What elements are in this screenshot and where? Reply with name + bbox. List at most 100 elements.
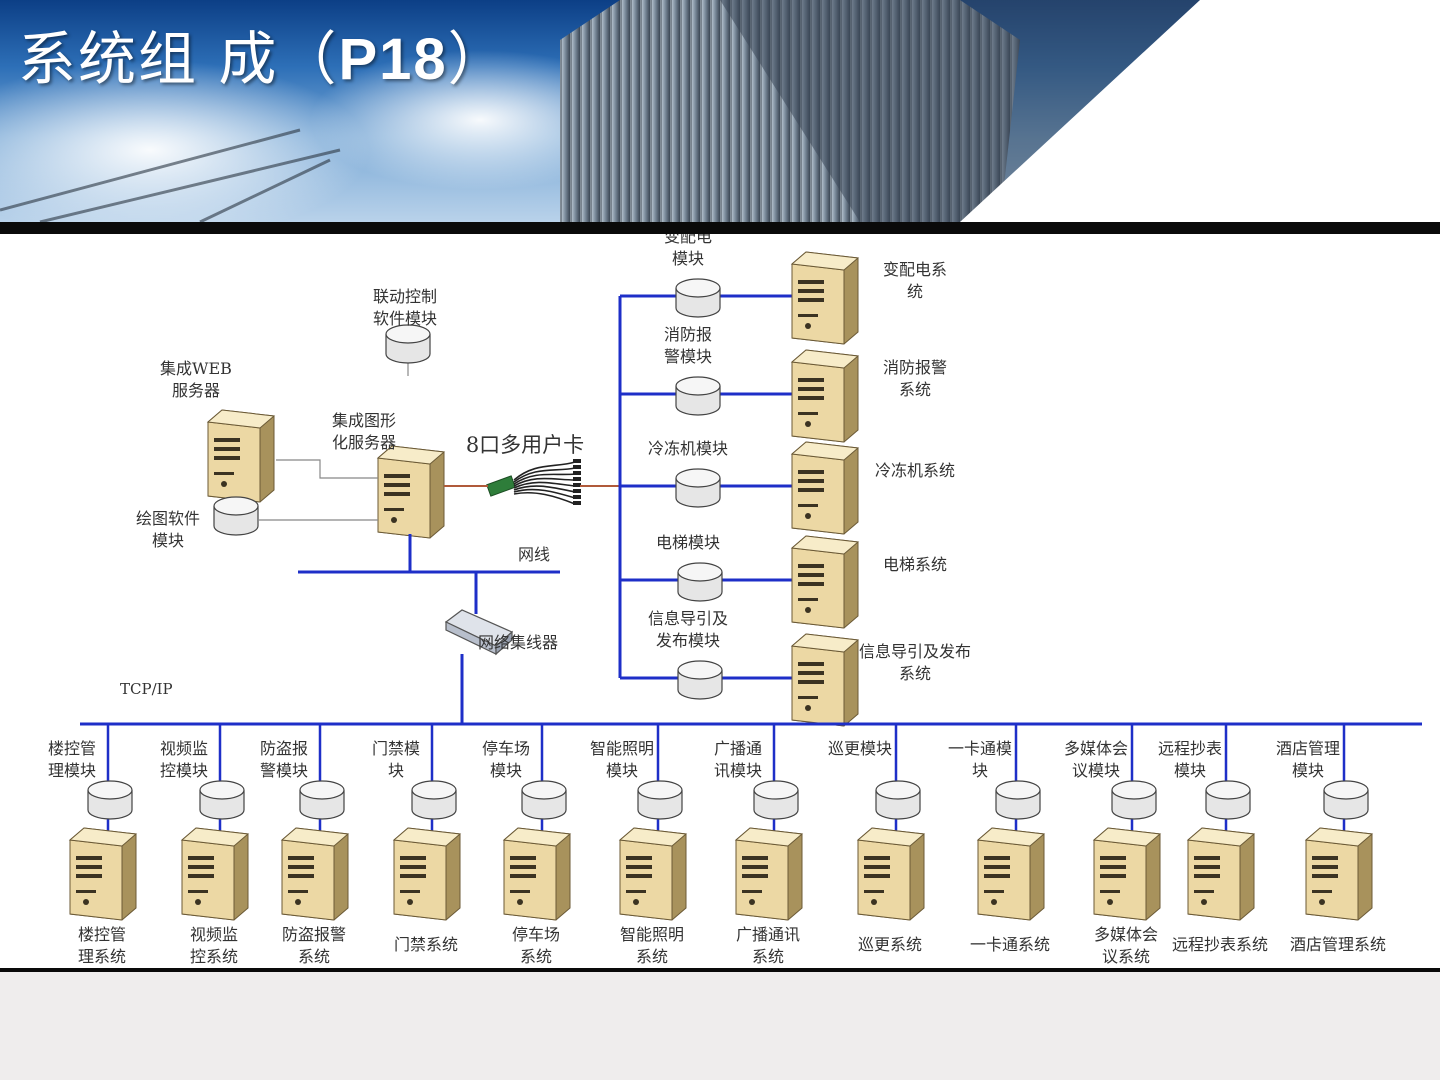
- serial-module-icon: [677, 562, 723, 602]
- diagram-label: 酒店管理系统: [1290, 935, 1386, 954]
- linkage-software-module-icon: [385, 324, 431, 364]
- diagram-label: 一卡通模: [948, 739, 1012, 758]
- diagram-label: 集成WEB: [160, 359, 232, 378]
- diagram-label: 控模块: [160, 761, 208, 780]
- diagram-label: 巡更系统: [858, 935, 922, 954]
- slide-title-page: P18: [338, 27, 448, 92]
- diagram-label: 冷冻机模块: [648, 439, 728, 458]
- diagram-label: 消防报: [664, 325, 712, 344]
- graphic-server-icon: [376, 445, 446, 539]
- diagram-label: 模块: [1292, 761, 1324, 780]
- diagram-label: 控系统: [190, 947, 238, 966]
- protocol-label: TCP/IP: [120, 680, 173, 698]
- serial-system-server-icon: [790, 535, 860, 629]
- diagram-label: 警模块: [260, 761, 308, 780]
- bus-system-server-icon: [392, 827, 462, 921]
- diagram-label: 多媒体会: [1064, 739, 1128, 758]
- bus-system-server-icon: [68, 827, 138, 921]
- diagram-label: 模块: [606, 761, 638, 780]
- bus-module-icon: [637, 780, 683, 820]
- diagram-label: 模块: [1174, 761, 1206, 780]
- diagram-label: 讯模块: [714, 761, 762, 780]
- diagram-label: 防盗报: [260, 739, 308, 758]
- bus-system-server-icon: [734, 827, 804, 921]
- diagram-label: 变配电: [664, 234, 712, 246]
- diagram-label: 远程抄表系统: [1172, 935, 1268, 954]
- bus-module-icon: [875, 780, 921, 820]
- diagram-label: 一卡通系统: [970, 935, 1050, 954]
- hub-label: 网络集线器: [478, 633, 558, 652]
- diagram-label: 化服务器: [332, 433, 396, 452]
- diagram-label: 广播通讯: [736, 925, 800, 944]
- diagram-label: 酒店管理: [1276, 739, 1340, 758]
- diagram-label: 系统: [899, 380, 931, 399]
- diagram-label: 联动控制: [373, 287, 437, 306]
- diagram-label: 电梯系统: [883, 555, 947, 574]
- bus-module-icon: [199, 780, 245, 820]
- diagram-label: 多媒体会: [1094, 925, 1158, 944]
- bus-system-server-icon: [280, 827, 350, 921]
- serial-system-server-icon: [790, 633, 860, 727]
- header-divider: [0, 222, 1440, 234]
- diagram-label: 理模块: [48, 761, 96, 780]
- diagram-label: 系统: [752, 947, 784, 966]
- bus-module-icon: [521, 780, 567, 820]
- bus-module-icon: [299, 780, 345, 820]
- diagram-label: 警模块: [664, 347, 712, 366]
- diagram-label: 理系统: [78, 947, 126, 966]
- multiport-card-label: 8口多用户卡: [466, 433, 584, 457]
- bus-module-icon: [995, 780, 1041, 820]
- bus-module-icon: [411, 780, 457, 820]
- diagram-label: 统: [907, 282, 923, 301]
- diagram-label: 集成图形: [332, 411, 396, 430]
- bus-system-server-icon: [856, 827, 926, 921]
- diagram-label: 门禁系统: [394, 935, 458, 954]
- bus-module-icon: [753, 780, 799, 820]
- header-banner: 系统组 成（P18）: [0, 0, 1440, 222]
- diagram-label: 变配电系: [883, 260, 947, 279]
- diagram-label: 系统: [899, 664, 931, 683]
- bus-module-icon: [1205, 780, 1251, 820]
- diagram-label: 远程抄表: [1158, 739, 1222, 758]
- slide-title-text: 系统组 成（: [18, 25, 339, 93]
- bus-system-server-icon: [180, 827, 250, 921]
- diagram-label: 服务器: [172, 381, 220, 400]
- diagram-label: 块: [972, 761, 988, 780]
- diagram-label: 模块: [490, 761, 522, 780]
- bus-module-icon: [1323, 780, 1369, 820]
- diagram-label: 软件模块: [373, 309, 437, 328]
- diagram-label: 发布模块: [656, 631, 720, 650]
- diagram-label: 系统: [298, 947, 330, 966]
- diagram-label: 停车场: [482, 739, 530, 758]
- diagram-canvas: 联动控制软件模块集成图形化服务器集成WEB服务器绘图软件模块8口多用户卡网线网络…: [48, 234, 1422, 966]
- diagram-label: 议模块: [1072, 761, 1120, 780]
- multiport-card-icon: [486, 459, 581, 505]
- diagram-label: 块: [388, 761, 404, 780]
- diagram-label: 信息导引及发布: [859, 642, 971, 661]
- diagram-label: 信息导引及: [648, 609, 728, 628]
- serial-module-icon: [677, 660, 723, 700]
- diagram-label: 视频监: [190, 925, 238, 944]
- diagram-label: 防盗报警: [282, 925, 346, 944]
- serial-system-server-icon: [790, 349, 860, 443]
- serial-system-server-icon: [790, 441, 860, 535]
- slide-title-close: ）: [447, 25, 508, 93]
- diagram-label: 巡更模块: [828, 739, 892, 758]
- diagram-label: 广播通: [714, 739, 762, 758]
- bus-system-server-icon: [1304, 827, 1374, 921]
- bus-module-icon: [87, 780, 133, 820]
- diagram-label: 消防报警: [883, 358, 947, 377]
- web-server-link: [276, 459, 378, 479]
- network-hub-icon: [444, 609, 514, 656]
- diagram-label: 议系统: [1102, 947, 1150, 966]
- diagram-label: 模块: [152, 531, 184, 550]
- drawing-software-module-icon: [213, 496, 259, 536]
- bus-system-server-icon: [502, 827, 572, 921]
- diagram-label: 门禁模: [372, 739, 420, 758]
- diagram-label: 模块: [672, 249, 704, 268]
- slide-title: 系统组 成（P18）: [18, 12, 508, 96]
- bus-system-server-icon: [1186, 827, 1256, 921]
- serial-system-server-icon: [790, 251, 860, 345]
- diagram-label: 智能照明: [590, 739, 654, 758]
